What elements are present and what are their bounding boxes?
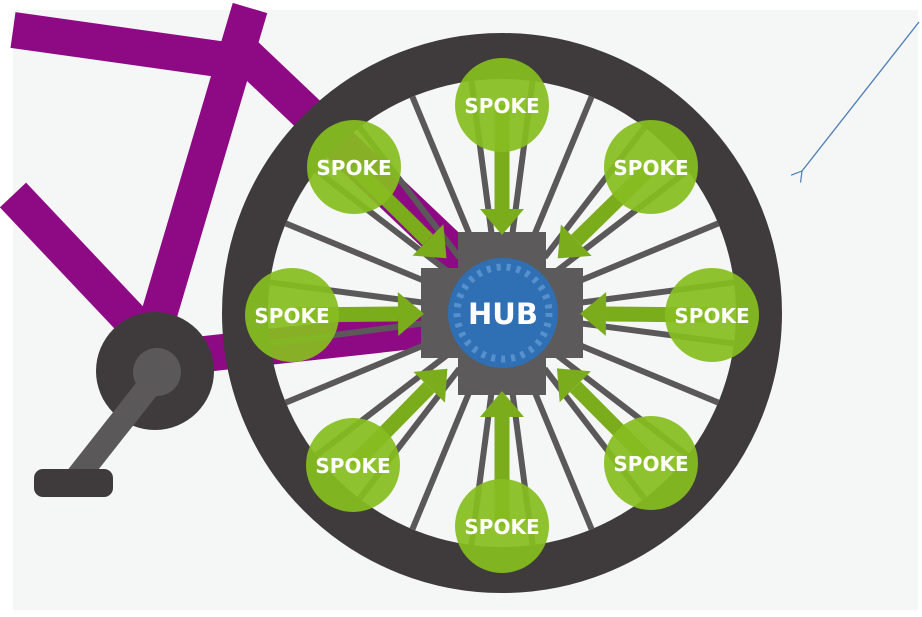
spoke-node-circle <box>455 58 549 152</box>
spoke-arrow-head <box>579 291 607 336</box>
spoke-label: SPOKE <box>315 454 390 478</box>
annotation-arrow <box>790 21 920 183</box>
spoke-arrow-head <box>480 209 524 235</box>
pedal <box>34 469 113 497</box>
spoke-node-circle <box>604 416 698 510</box>
hub-dash-ring <box>453 263 553 363</box>
spoke-label: SPOKE <box>254 304 329 328</box>
hub-node: HUB <box>448 258 558 368</box>
spoke-node-circle <box>665 268 759 362</box>
wheel-spoke-line <box>284 220 439 289</box>
pedal-crank <box>34 312 214 497</box>
spoke-arrow-head <box>556 368 591 403</box>
hub-label: HUB <box>468 297 538 331</box>
spoke-arrow-head <box>413 368 448 403</box>
top-tube <box>10 12 243 80</box>
wheel-spoke-line <box>409 95 478 250</box>
spoke-arrow-head <box>412 224 447 259</box>
spoke-nodes: SPOKE SPOKE SPOKE SPOKE SPOKE SPOKE SPOKE SPOKE <box>245 58 759 573</box>
wheel-spoke-line <box>526 376 595 531</box>
wheel-spoke-line <box>284 337 439 406</box>
crank-hub <box>133 348 181 396</box>
wheel-spoke-line <box>565 337 720 406</box>
hub-circle <box>448 258 558 368</box>
spoke-arrow-head <box>557 224 592 259</box>
spoke-label: SPOKE <box>464 515 539 539</box>
spoke-node-circle <box>306 418 400 512</box>
spoke-label: SPOKE <box>316 156 391 180</box>
spoke-arrow-head <box>397 291 425 336</box>
wheel-spoke-line <box>565 220 720 289</box>
spoke-node-circle <box>604 120 698 214</box>
spoke-label: SPOKE <box>613 452 688 476</box>
spoke-label: SPOKE <box>613 156 688 180</box>
spoke-node-circle <box>307 120 401 214</box>
spoke-label: SPOKE <box>464 94 539 118</box>
spoke-node-circle <box>245 268 339 362</box>
spoke-arrow-head <box>480 391 524 417</box>
wheel-spoke-line <box>526 95 595 250</box>
spoke-node-circle <box>455 479 549 573</box>
wheel-spoke-line <box>409 376 478 531</box>
down-tube <box>0 182 164 353</box>
spoke-label: SPOKE <box>674 304 749 328</box>
